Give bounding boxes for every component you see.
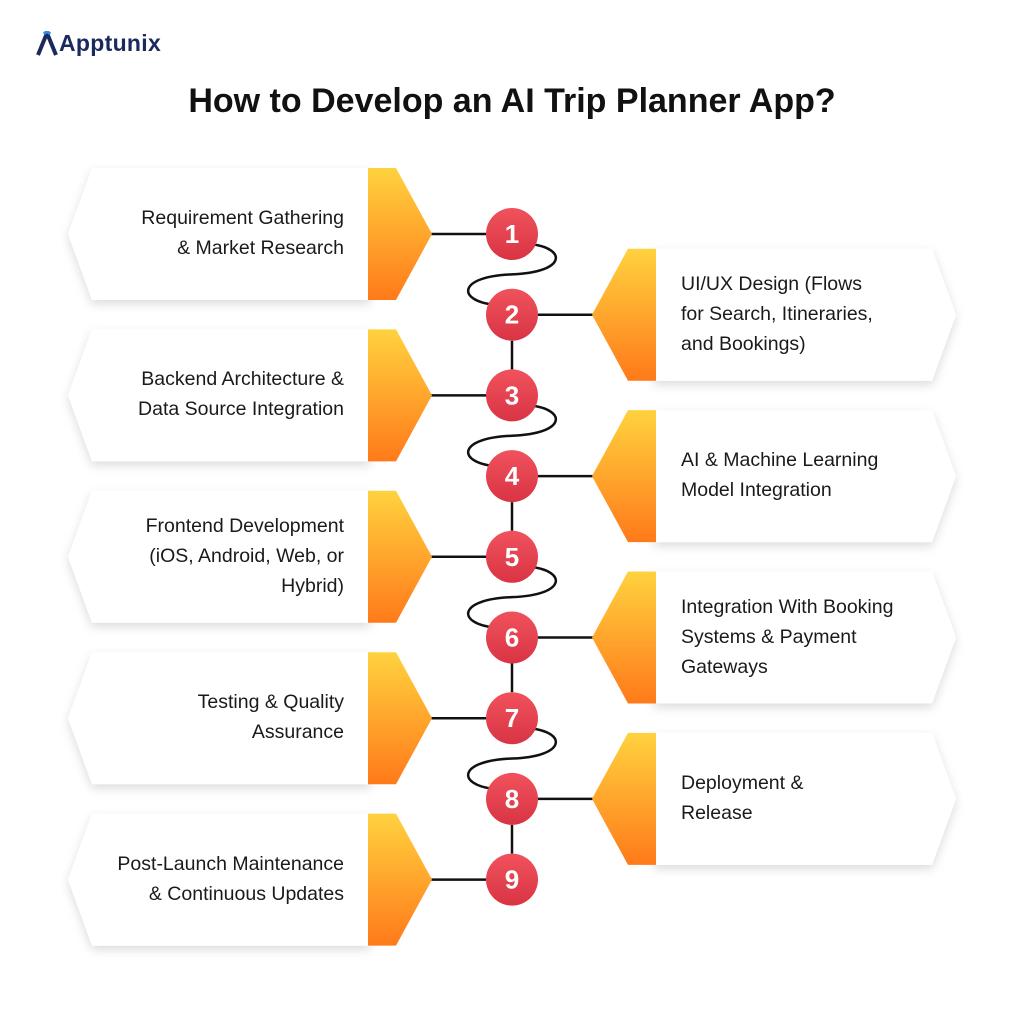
step-card xyxy=(592,732,956,865)
step-circles: 1 2 3 4 5 6 7 8 9 xyxy=(486,208,538,906)
step-label-line: Model Integration xyxy=(681,479,832,502)
connector-curve xyxy=(466,404,558,468)
step-label-line: for Search, Itineraries, xyxy=(681,302,873,325)
step-number-circle: 1 xyxy=(486,208,538,260)
step-card xyxy=(68,168,432,300)
step-label-line: UI/UX Design (Flows xyxy=(681,272,862,295)
step-label: Post-Launch Maintenance & Continuous Upda… xyxy=(74,849,344,909)
circle-shape xyxy=(486,369,538,422)
step-label-line: Systems & Payment xyxy=(681,625,857,648)
circle-shape xyxy=(486,450,538,503)
step-label-line: Backend Architecture & xyxy=(141,368,344,391)
step-label-line: Post-Launch Maintenance xyxy=(117,852,344,875)
circle-shape xyxy=(486,772,538,825)
step-label-line: Requirement Gathering xyxy=(141,207,344,229)
brand-logo: Apptunix xyxy=(36,30,161,57)
connector-curve xyxy=(466,726,558,791)
circle-shape xyxy=(486,611,538,664)
card-body xyxy=(654,248,956,381)
step-card xyxy=(68,652,432,785)
step-number: 9 xyxy=(505,865,519,895)
step-card xyxy=(592,410,956,543)
step-label-line: Testing & Quality xyxy=(197,691,344,714)
step-label-line: & Continuous Updates xyxy=(148,882,344,905)
step-number: 4 xyxy=(505,461,520,491)
card-body xyxy=(654,410,956,543)
connector-lines xyxy=(430,232,594,881)
connector-curve xyxy=(466,242,558,306)
step-label: Backend Architecture & Data Source Integr… xyxy=(74,364,344,424)
step-label-line: Hybrid) xyxy=(281,574,344,597)
step-number: 5 xyxy=(505,542,519,572)
step-number-circle: 6 xyxy=(486,611,538,664)
step-card xyxy=(592,248,956,381)
step-label-line: Data Source Integration xyxy=(138,398,344,421)
step-card xyxy=(68,329,432,462)
step-number: 7 xyxy=(505,703,519,733)
circle-shape xyxy=(486,530,538,583)
circle-shape xyxy=(486,853,538,906)
step-label: Deployment & Release xyxy=(681,768,931,828)
step-number-circle: 7 xyxy=(486,692,538,745)
card-body xyxy=(68,652,370,785)
step-label-line: Assurance xyxy=(251,721,344,744)
step-card xyxy=(592,571,956,704)
card-accent xyxy=(592,732,656,865)
step-cards xyxy=(68,168,956,946)
step-label-line: & Market Research xyxy=(177,237,344,259)
card-accent xyxy=(368,813,432,946)
page-title: How to Develop an AI Trip Planner App? xyxy=(188,82,836,120)
step-number: 1 xyxy=(505,219,519,249)
step-label-line: Deployment & xyxy=(681,771,804,794)
step-label-line: Integration With Booking xyxy=(681,595,894,618)
step-label-line: Release xyxy=(681,801,753,824)
circle-shape xyxy=(486,288,538,341)
connector-curve xyxy=(466,565,558,629)
card-body xyxy=(654,571,956,704)
step-number-circle: 9 xyxy=(486,853,538,906)
card-body xyxy=(654,732,956,865)
step-number: 3 xyxy=(505,380,519,410)
step-label-line: Frontend Development xyxy=(145,514,344,537)
step-label-line: and Bookings) xyxy=(681,332,806,355)
card-accent xyxy=(368,490,432,623)
step-number: 8 xyxy=(505,784,519,814)
step-card xyxy=(68,813,432,946)
step-number-circle: 4 xyxy=(486,450,538,503)
step-label-line: (iOS, Android, Web, or xyxy=(149,544,344,567)
brand-name: Apptunix xyxy=(59,30,162,56)
card-accent xyxy=(368,329,432,462)
step-label: Frontend Development (iOS, Android, Web, … xyxy=(74,511,344,601)
card-accent xyxy=(368,168,432,300)
card-body xyxy=(68,490,370,623)
step-number: 6 xyxy=(505,623,519,653)
step-label-line: AI & Machine Learning xyxy=(681,449,879,472)
step-number: 2 xyxy=(505,300,519,330)
card-accent xyxy=(368,652,432,785)
circle-shape xyxy=(486,692,538,745)
card-body xyxy=(68,168,370,300)
step-number-circle: 5 xyxy=(486,530,538,583)
circle-shape xyxy=(486,208,538,260)
step-number-circle: 3 xyxy=(486,369,538,422)
step-card xyxy=(68,490,432,623)
step-label-line: Gateways xyxy=(681,655,768,678)
card-accent xyxy=(592,248,656,381)
step-number-circle: 8 xyxy=(486,772,538,825)
card-accent xyxy=(592,410,656,543)
step-number-circle: 2 xyxy=(486,288,538,341)
card-accent xyxy=(592,571,656,704)
card-body xyxy=(68,813,370,946)
card-body xyxy=(68,329,370,462)
step-label: Requirement Gathering & Market Research xyxy=(74,203,344,263)
step-label: UI/UX Design (Flows for Search, Itinerari… xyxy=(681,269,931,359)
logo-a-icon xyxy=(36,30,58,56)
